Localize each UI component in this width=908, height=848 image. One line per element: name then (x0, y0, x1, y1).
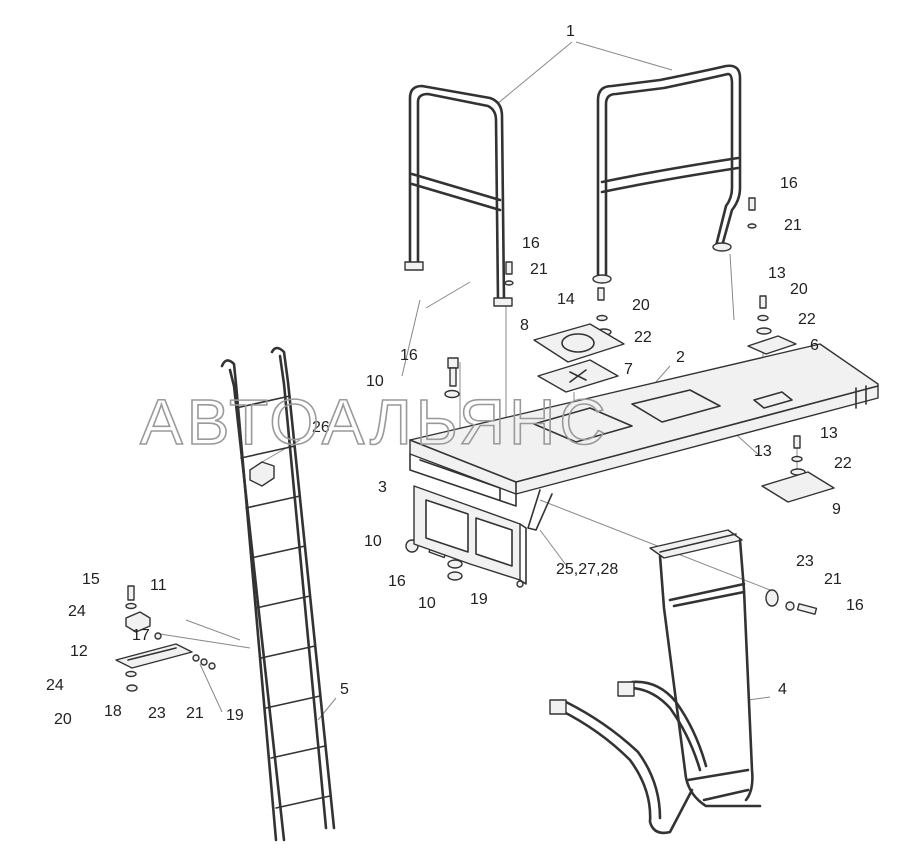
callout-label-c9: 9 (832, 501, 841, 518)
callout-label-c16b: 16 (522, 235, 540, 252)
callout-label-c20a: 20 (790, 281, 808, 298)
plate-8 (533, 323, 625, 363)
callout-label-c4: 4 (778, 681, 787, 698)
callout-label-c16e: 16 (846, 597, 864, 614)
callout-label-c3: 3 (378, 479, 387, 496)
plate-6 (747, 335, 797, 355)
callout-label-c16c: 16 (400, 347, 418, 364)
plate-9 (761, 471, 835, 503)
callout-label-c10b: 10 (364, 533, 382, 550)
ladder-5 (220, 346, 336, 842)
callout-label-c24a: 24 (68, 603, 86, 620)
callout-label-c21d: 21 (186, 705, 204, 722)
callout-label-c7: 7 (624, 361, 633, 378)
callout-label-c13c: 13 (754, 443, 772, 460)
callout-label-c18: 18 (104, 703, 122, 720)
callout-label-c25: 25,27,28 (556, 561, 618, 578)
callout-label-c22c: 22 (834, 455, 852, 472)
callout-label-c19a: 19 (470, 591, 488, 608)
callout-label-c16a: 16 (780, 175, 798, 192)
callout-label-c10c: 10 (418, 595, 436, 612)
handrail-left (404, 84, 513, 307)
callout-label-c22a: 22 (798, 311, 816, 328)
callout-label-c11: 11 (150, 577, 167, 594)
callout-label-c8: 8 (520, 317, 529, 334)
callout-label-c6: 6 (810, 337, 819, 354)
callout-label-c15: 15 (82, 571, 100, 588)
callout-label-c22b: 22 (634, 329, 652, 346)
platform (409, 343, 879, 531)
callout-label-c23b: 23 (148, 705, 166, 722)
plate-12 (115, 643, 193, 669)
watermark-text: АВТОАЛЬЯНС (140, 386, 610, 458)
callout-label-c12: 12 (70, 643, 88, 660)
callout-label-c13b: 13 (820, 425, 838, 442)
callout-label-c17: 17 (132, 627, 150, 644)
callout-label-c20b: 20 (632, 297, 650, 314)
callout-label-c23a: 23 (796, 553, 814, 570)
callout-label-c21b: 21 (530, 261, 548, 278)
bracket-11 (125, 611, 151, 633)
callout-label-c1: 1 (566, 23, 575, 40)
callout-label-c5: 5 (340, 681, 349, 698)
callout-label-c19b: 19 (226, 707, 244, 724)
handrail-right (592, 64, 742, 284)
callout-label-c20c: 20 (54, 711, 72, 728)
callout-label-c2: 2 (676, 349, 685, 366)
callout-label-c16d: 16 (388, 573, 406, 590)
clamp-26 (249, 461, 275, 487)
plate-7 (537, 359, 619, 393)
callout-label-c21a: 21 (784, 217, 802, 234)
ladder-4 (549, 529, 762, 835)
callout-label-c21c: 21 (824, 571, 842, 588)
callout-label-c24b: 24 (46, 677, 64, 694)
callout-label-c13a: 13 (768, 265, 786, 282)
frame-3 (413, 485, 527, 588)
fasteners (125, 197, 818, 692)
callout-label-c10a: 10 (366, 373, 384, 390)
callout-label-c14: 14 (557, 291, 575, 308)
callout-label-c26: 26 (312, 419, 330, 436)
